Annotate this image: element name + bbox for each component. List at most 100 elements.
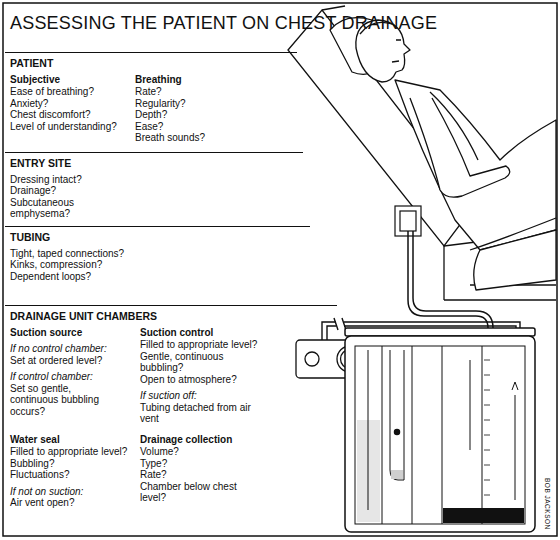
- section-band: DRAINAGE UNIT CHAMBERS Suction source If n…: [5, 305, 337, 509]
- subsection-heading: Water seal: [10, 434, 140, 446]
- subsection-heading: Suction control: [140, 327, 290, 339]
- drainage-unit: [515, 395, 516, 500]
- bed: [322, 6, 345, 10]
- subsection: Water sealFilled to appropriate level?Bu…: [10, 434, 140, 509]
- checklist-item: Dependent loops?: [10, 271, 310, 283]
- section-heading: ENTRY SITE: [10, 158, 303, 170]
- checklist-item: Type?: [140, 458, 252, 470]
- subsection: BreathingRate?Regularity?Depth?Ease?Brea…: [135, 74, 285, 144]
- drainage-unit: [442, 346, 443, 524]
- drainage-unit: [345, 328, 535, 336]
- drainage-unit: [390, 350, 404, 480]
- checklist-item: Drainage?: [10, 185, 128, 197]
- drainage-unit: [391, 470, 403, 479]
- section-heading: TUBING: [10, 232, 310, 244]
- section-band: ENTRY SITE Dressing intact?Drainage?Subcu…: [5, 152, 303, 220]
- subsection-grid: Suction sourceIf no control chamber:Set …: [10, 327, 337, 509]
- scale-ticks: [484, 420, 490, 421]
- suction-tubing: [334, 318, 346, 330]
- drainage-unit: [482, 346, 483, 524]
- drainage-unit: [345, 328, 535, 532]
- drainage-unit: [512, 382, 518, 390]
- checklist-item: If suction off:: [140, 390, 265, 402]
- subsection-grid: SubjectiveEase of breathing?Anxiety?Ches…: [10, 74, 297, 144]
- checklist-item: Ease of breathing?: [10, 86, 135, 98]
- drainage-unit: [412, 346, 413, 524]
- artist-signature: BOB JACKSON: [543, 478, 551, 530]
- checklist-item: Kinks, compression?: [10, 259, 310, 271]
- checklist-item: Bubbling?: [10, 458, 140, 470]
- drainage-unit: [443, 508, 524, 523]
- checklist-item: Set so gentle, continuous bubbling occur…: [10, 383, 120, 418]
- subsection-heading: Breathing: [135, 74, 285, 86]
- bed: [444, 299, 556, 300]
- drainage-unit: [395, 430, 400, 435]
- checklist-item: Fluctuations?: [10, 469, 140, 481]
- subsection: SubjectiveEase of breathing?Anxiety?Ches…: [10, 74, 135, 144]
- checklist-item: Open to atmosphere?: [140, 374, 265, 386]
- scale-ticks: [484, 360, 490, 495]
- checklist-item: Filled to appropriate level?: [10, 446, 140, 458]
- scale-ticks: [484, 390, 490, 391]
- checklist-item: Level of understanding?: [10, 121, 135, 133]
- checklist-item: Rate?: [135, 86, 285, 98]
- drainage-unit: [382, 346, 383, 524]
- drainage-tubing: [408, 231, 493, 328]
- checklist-item: If control chamber:: [10, 371, 120, 383]
- scale-ticks: [484, 465, 490, 466]
- scale-ticks: [484, 405, 490, 406]
- drainage-unit: [355, 346, 525, 524]
- drainage-unit: [368, 350, 369, 510]
- scale-ticks: [484, 450, 490, 451]
- scale-ticks: [484, 435, 490, 436]
- checklist-item: Rate?: [140, 469, 252, 481]
- patient: [474, 230, 556, 290]
- title: ASSESSING THE PATIENT ON CHEST DRAINAGE: [10, 12, 437, 34]
- checklist-item: Ease?: [135, 121, 285, 133]
- suction-regulator: [305, 352, 319, 366]
- scale-ticks: [484, 495, 490, 496]
- section-band: TUBING Tight, taped connections?Kinks, co…: [5, 226, 310, 282]
- subsection-heading: Suction source: [10, 327, 140, 339]
- patient: [356, 20, 556, 290]
- checklist-item: Dressing intact?: [10, 174, 128, 186]
- subsection: Suction controlFilled to appropriate lev…: [140, 327, 290, 425]
- scale-ticks: [484, 360, 490, 361]
- checklist-item: Anxiety?: [10, 98, 135, 110]
- patient: [392, 40, 401, 62]
- drainage-unit: [470, 360, 471, 450]
- patient: [395, 80, 556, 250]
- patient: [410, 98, 510, 197]
- section-heading: DRAINAGE UNIT CHAMBERS: [10, 311, 337, 323]
- checklist-item: Air vent open?: [10, 497, 140, 509]
- drainage-tubing: [413, 231, 493, 328]
- checklist-item: Volume?: [140, 446, 252, 458]
- subsection-heading: Drainage collection: [140, 434, 290, 446]
- checklist-item: Set at ordered level?: [10, 355, 120, 367]
- checklist-item: If not on suction:: [10, 486, 140, 498]
- bed: [443, 246, 444, 300]
- subsection-heading: Subjective: [10, 74, 135, 86]
- checklist-item: Regularity?: [135, 98, 285, 110]
- checklist-item: Chest discomfort?: [10, 109, 135, 121]
- checklist-item: If no control chamber:: [10, 343, 120, 355]
- checklist-item: Depth?: [135, 109, 285, 121]
- bed: [288, 6, 556, 300]
- section-band: PATIENTSubjectiveEase of breathing?Anxie…: [5, 52, 297, 144]
- subsection: Drainage collectionVolume?Type?Rate?Cham…: [140, 434, 290, 509]
- scale-ticks: [484, 375, 490, 376]
- checklist-item: Subcutaneous emphysema?: [10, 197, 128, 220]
- checklist-item: Tight, taped connections?: [10, 248, 310, 260]
- checklist-item: Breath sounds?: [135, 132, 285, 144]
- drainage-unit: [345, 336, 535, 532]
- dressing: [400, 211, 416, 231]
- checklist-item: Tubing detached from air vent: [140, 402, 265, 425]
- checklist-item: Chamber below chest level?: [140, 481, 252, 504]
- checklist-item: Gentle, continuous bubbling?: [140, 351, 265, 374]
- patient: [430, 92, 478, 160]
- frame: [3, 3, 557, 536]
- drainage-tubing: [408, 231, 488, 328]
- scale-ticks: [484, 480, 490, 481]
- checklist-item: Filled to appropriate level?: [140, 339, 265, 351]
